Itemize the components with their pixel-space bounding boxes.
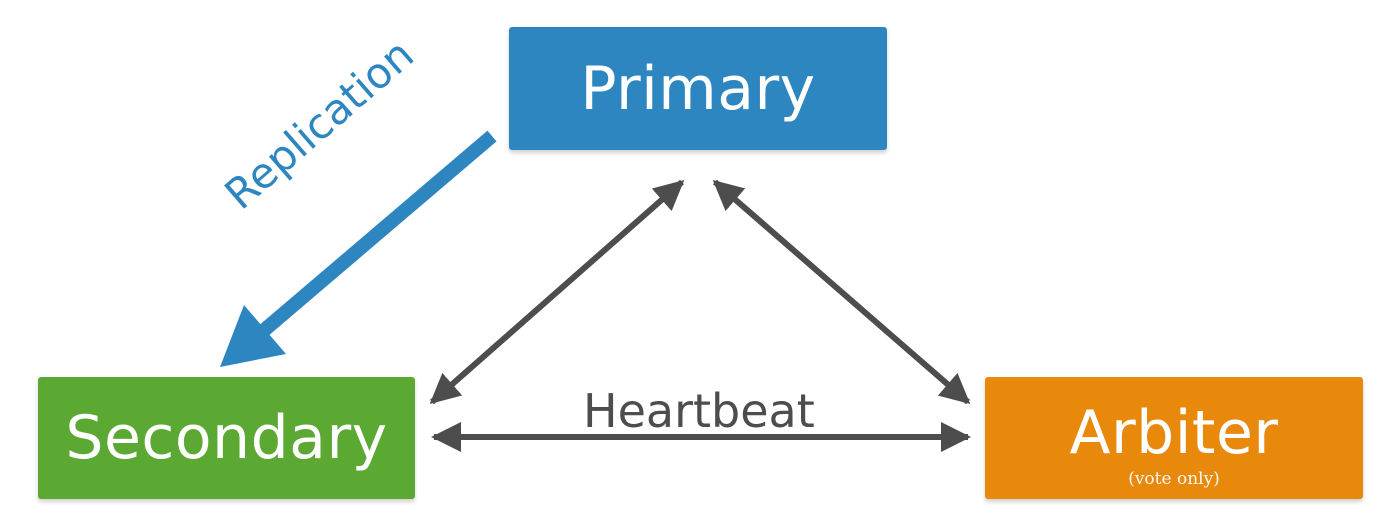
arbiter-node: Arbiter (vote only) (985, 377, 1363, 499)
arbiter-node-note: (vote only) (1128, 468, 1220, 489)
heartbeat-arrow-primary-arbiter (712, 179, 971, 405)
primary-node: Primary (509, 27, 887, 150)
replication-arrow (220, 130, 497, 367)
replication-arrow-head (220, 305, 286, 367)
primary-node-label: Primary (580, 53, 816, 124)
secondary-node-label: Secondary (65, 403, 388, 473)
replication-arrow-shaft (257, 130, 497, 338)
secondary-node: Secondary (38, 377, 415, 499)
heartbeat-label: Heartbeat (583, 384, 815, 438)
heartbeat-arrow-primary-secondary (429, 179, 685, 405)
arbiter-node-label: Arbiter (1069, 397, 1279, 468)
